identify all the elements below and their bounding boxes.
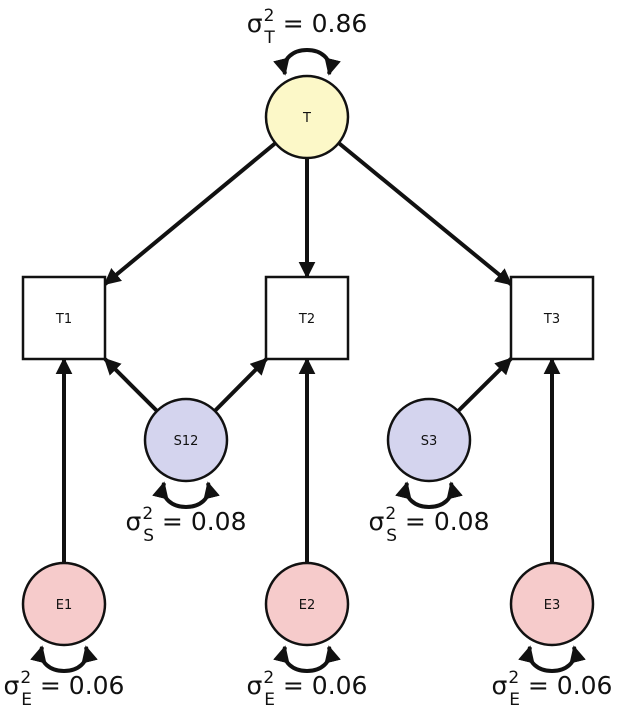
node-s12-circle xyxy=(143,397,229,483)
node-e2: E2 xyxy=(264,561,350,647)
node-t1: T1 xyxy=(21,275,107,361)
superscript: 2 xyxy=(142,504,153,524)
variance-loop-s3 xyxy=(395,481,463,509)
variance-loop-e2 xyxy=(273,645,341,673)
variance-loop-e1 xyxy=(30,645,98,673)
subscript: T xyxy=(263,28,275,48)
variance-loop-t xyxy=(273,48,341,76)
node-t3: T3 xyxy=(509,275,595,361)
node-e2-label: E2 xyxy=(299,598,316,613)
variance-value: = 0.06 xyxy=(275,671,368,700)
sigma-symbol: σ xyxy=(247,671,263,700)
edge-t-to-t1 xyxy=(103,141,277,286)
subscript: S xyxy=(143,526,154,546)
superscript: 2 xyxy=(508,668,519,688)
variance-value: = 0.86 xyxy=(275,9,368,38)
node-s12: S12 xyxy=(143,397,229,483)
node-e1: E1 xyxy=(21,561,107,647)
node-s3: S3 xyxy=(386,397,472,483)
node-s3-label: S3 xyxy=(421,434,438,449)
superscript: 2 xyxy=(20,668,31,688)
subscript: E xyxy=(509,690,520,710)
subscript: S xyxy=(386,526,397,546)
variance-value: = 0.08 xyxy=(397,507,490,536)
superscript: 2 xyxy=(263,668,274,688)
variance-loop-s12 xyxy=(152,481,220,509)
subscript: E xyxy=(264,690,275,710)
node-t2: T2 xyxy=(264,275,350,361)
node-t-label: T xyxy=(302,111,311,126)
sigma-symbol: σ xyxy=(492,671,508,700)
sigma-symbol: σ xyxy=(126,507,142,536)
sigma-symbol: σ xyxy=(247,9,263,38)
subscript: E xyxy=(21,690,32,710)
node-t3-label: T3 xyxy=(543,312,560,327)
node-t3-box xyxy=(509,275,595,361)
node-e1-circle xyxy=(21,561,107,647)
edge-s12-to-t1 xyxy=(103,357,159,413)
variance-value: = 0.08 xyxy=(154,507,247,536)
variance-loops xyxy=(30,48,586,673)
node-t-circle xyxy=(264,74,350,160)
edge-s12-to-t2 xyxy=(213,357,268,413)
node-s3-circle xyxy=(386,397,472,483)
variance-value: = 0.06 xyxy=(520,671,613,700)
edge-t-to-t3 xyxy=(337,141,513,286)
node-e1-label: E1 xyxy=(56,598,73,613)
node-t1-label: T1 xyxy=(55,312,72,327)
node-e3-label: E3 xyxy=(544,598,561,613)
node-t: T xyxy=(264,74,350,160)
variance-loop-e3 xyxy=(518,645,586,673)
node-e2-circle xyxy=(264,561,350,647)
variance-value: = 0.06 xyxy=(32,671,125,700)
node-t1-box xyxy=(21,275,107,361)
sigma-symbol: σ xyxy=(369,507,385,536)
edge-s3-to-t3 xyxy=(456,357,513,413)
superscript: 2 xyxy=(264,6,275,26)
superscript: 2 xyxy=(385,504,396,524)
node-e3: E3 xyxy=(509,561,595,647)
node-t2-box xyxy=(264,275,350,361)
node-s12-label: S12 xyxy=(174,434,199,449)
node-e3-circle xyxy=(509,561,595,647)
edges xyxy=(55,141,561,563)
node-t2-label: T2 xyxy=(298,312,315,327)
sigma-symbol: σ xyxy=(4,671,20,700)
